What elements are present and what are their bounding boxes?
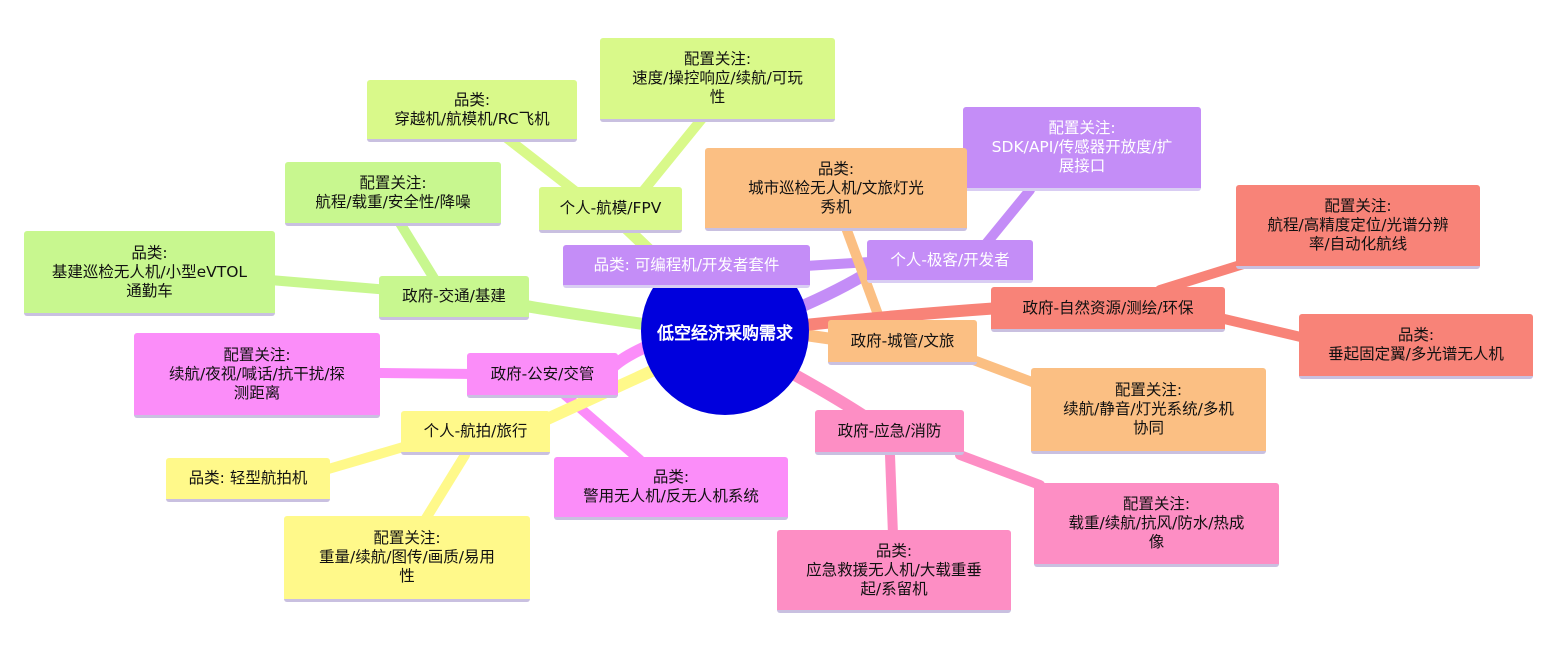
link-geek-config	[980, 185, 1035, 250]
transport-category-node[interactable]: 品类: 基建巡检无人机/小型eVTOL 通勤车	[24, 231, 275, 316]
geek-config-node[interactable]: 配置关注: SDK/API/传感器开放度/扩 展接口	[963, 107, 1201, 191]
link-resources-category	[1215, 313, 1310, 343]
geek-category-node[interactable]: 品类: 可编程机/开发者套件	[563, 245, 810, 288]
link-fpv-config	[635, 110, 710, 200]
city-category-node[interactable]: 品类: 城市巡检无人机/文旅灯光 秀机	[705, 148, 967, 231]
city-config-node[interactable]: 配置关注: 续航/静音/灯光系统/多机 协同	[1031, 368, 1266, 454]
branch-personal-fpv[interactable]: 个人-航模/FPV	[539, 187, 682, 233]
fpv-category-node[interactable]: 品类: 穿越机/航模机/RC飞机	[367, 80, 577, 142]
police-config-node[interactable]: 配置关注: 续航/夜视/喊话/抗干扰/探 测距离	[134, 333, 380, 418]
emergency-config-node[interactable]: 配置关注: 载重/续航/抗风/防水/热成 像	[1034, 483, 1279, 567]
branch-gov-police[interactable]: 政府-公安/交管	[467, 353, 618, 398]
branch-gov-transport[interactable]: 政府-交通/基建	[379, 276, 529, 320]
link-center-transport	[514, 299, 656, 331]
branch-personal-aerial[interactable]: 个人-航拍/旅行	[401, 411, 550, 455]
emergency-category-node[interactable]: 品类: 应急救援无人机/大载重垂 起/系留机	[777, 530, 1011, 613]
link-police-config	[375, 368, 480, 379]
branch-gov-natural-resources[interactable]: 政府-自然资源/测绘/环保	[991, 287, 1225, 332]
link-aerial-category	[320, 440, 415, 475]
link-transport-category	[265, 275, 395, 295]
transport-config-node[interactable]: 配置关注: 航程/载重/安全性/降噪	[285, 162, 501, 226]
aerial-config-node[interactable]: 配置关注: 重量/续航/图传/画质/易用 性	[284, 516, 530, 602]
resources-category-node[interactable]: 品类: 垂起固定翼/多光谱无人机	[1299, 314, 1533, 379]
branch-gov-emergency[interactable]: 政府-应急/消防	[815, 410, 964, 455]
aerial-category-node[interactable]: 品类: 轻型航拍机	[166, 458, 330, 502]
link-city-category	[840, 220, 885, 325]
fpv-config-node[interactable]: 配置关注: 速度/操控响应/续航/可玩 性	[600, 38, 835, 122]
branch-personal-geek[interactable]: 个人-极客/开发者	[867, 240, 1033, 283]
link-emergency-category	[885, 450, 898, 540]
link-resources-config	[1155, 257, 1255, 295]
resources-config-node[interactable]: 配置关注: 航程/高精度定位/光谱分辨 率/自动化航线	[1236, 185, 1480, 269]
link-emergency-config	[955, 450, 1045, 490]
link-aerial-config	[420, 450, 470, 525]
branch-gov-city[interactable]: 政府-城管/文旅	[828, 320, 977, 365]
police-category-node[interactable]: 品类: 警用无人机/反无人机系统	[554, 457, 788, 520]
link-center-resources	[799, 302, 1006, 331]
